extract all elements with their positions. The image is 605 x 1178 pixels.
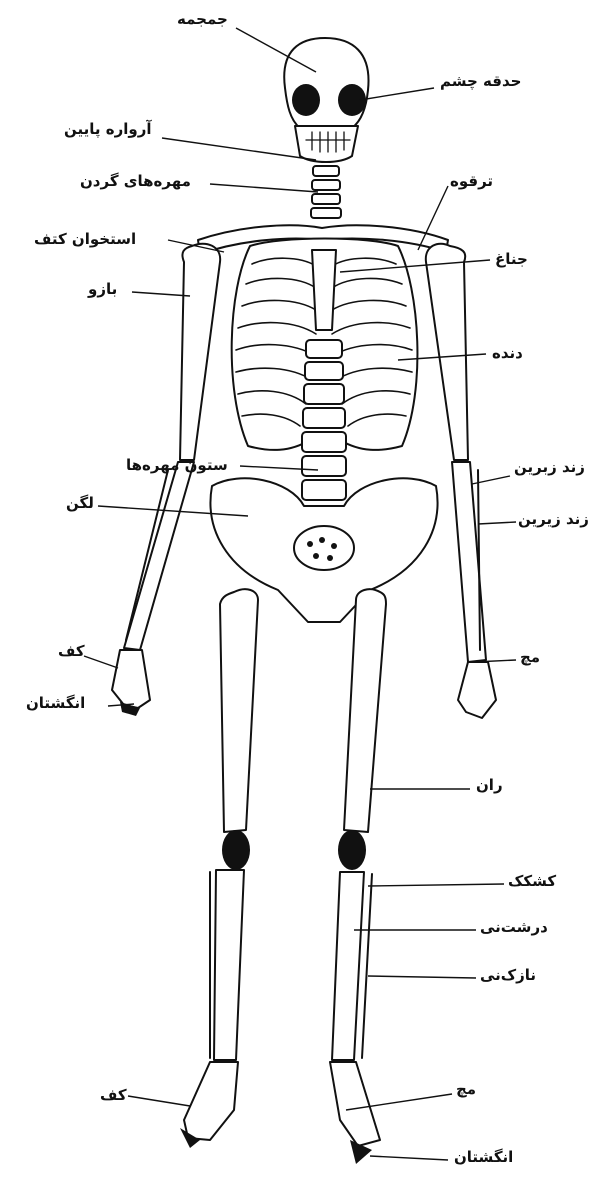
label-tibia: درشت‌نی [480, 918, 548, 936]
sternum-shape [312, 250, 336, 330]
right-kneecap [338, 830, 366, 870]
label-sole: کف [100, 1086, 127, 1104]
right-humerus-shape [426, 244, 468, 460]
label-upper-arm: بازو [88, 280, 117, 298]
label-ulna: زند زبرین [514, 458, 585, 476]
left-forearm-shape [124, 462, 194, 650]
label-lower-jaw: آرواره پایین [64, 120, 151, 138]
label-neck-vertebrae: مهره‌های گردن [80, 172, 191, 190]
label-toes: انگشتان [454, 1148, 513, 1166]
right-hand-shape [458, 662, 496, 718]
spine-shape [302, 340, 346, 500]
left-humerus-shape [180, 244, 220, 460]
left-eye-socket [292, 84, 320, 116]
label-wrist: مچ [520, 648, 540, 666]
label-spine: ستون مهره‌ها [126, 456, 228, 474]
label-eye-socket: حدقه چشم [440, 72, 521, 90]
right-foot-shape [330, 1062, 380, 1146]
jaw-shape [295, 126, 358, 162]
label-ankle: مچ [456, 1080, 476, 1098]
label-clavicle: ترقوه [450, 172, 493, 190]
right-tibia-shape [332, 872, 364, 1060]
label-kneecap: کشکک [508, 872, 556, 890]
label-fibula: نازک‌نی [480, 966, 536, 984]
label-pelvis: لگن [66, 494, 94, 512]
label-shoulder-blade: استخوان کتف [34, 230, 136, 248]
label-fingers: انگشتان [26, 694, 85, 712]
left-foot-shape [184, 1062, 238, 1140]
label-radius: زند زیرین [518, 510, 589, 528]
left-tibia-shape [214, 870, 244, 1060]
right-forearm-shape [452, 462, 486, 662]
label-palm: کف [58, 642, 85, 660]
left-femur-shape [220, 589, 258, 832]
label-thigh: ران [476, 776, 503, 794]
left-kneecap [222, 830, 250, 870]
label-ribs: دنده [492, 344, 523, 362]
label-skull: جمجمه [177, 10, 228, 28]
left-hand-shape [112, 650, 150, 708]
right-femur-shape [344, 589, 386, 832]
label-sternum: جناغ [495, 250, 528, 268]
